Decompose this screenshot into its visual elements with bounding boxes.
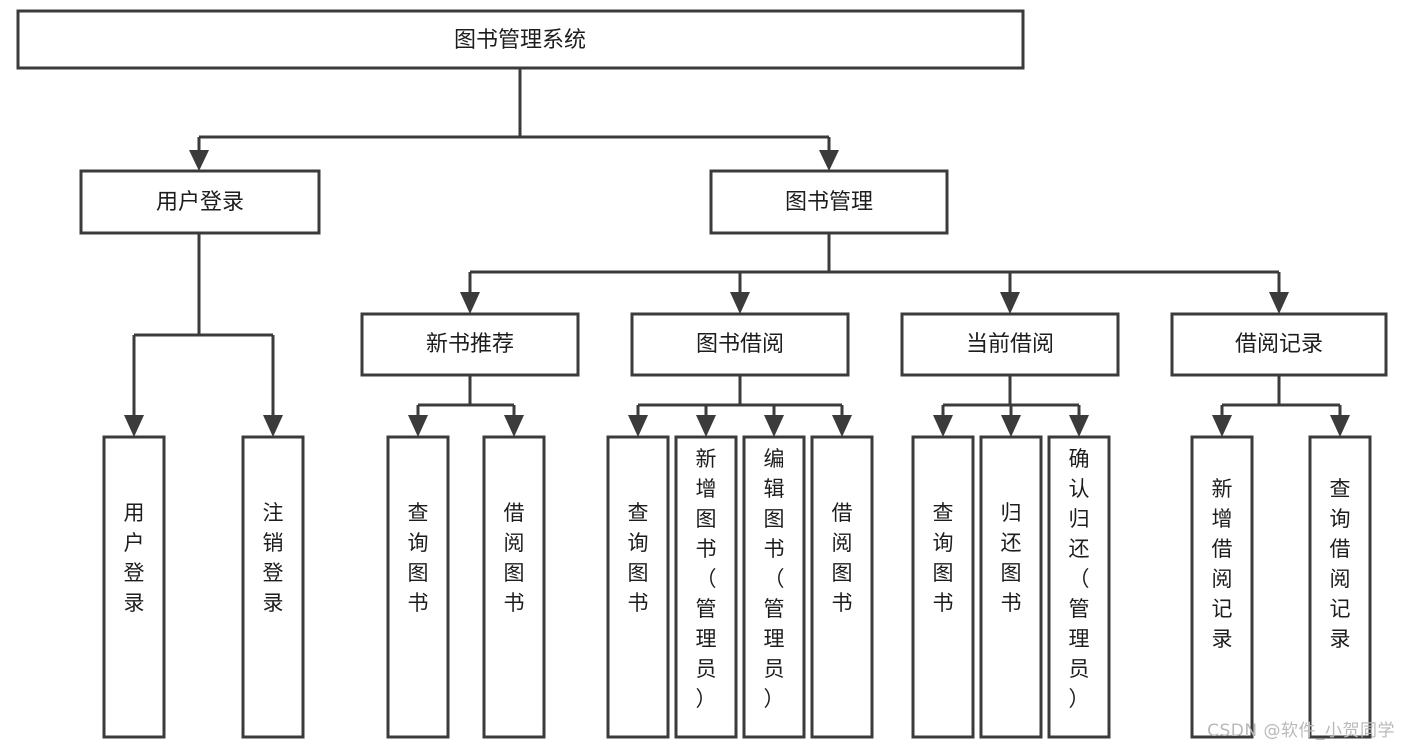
node-leaf-borrow-book-box[interactable] xyxy=(810,435,874,739)
node-root-box[interactable] xyxy=(16,9,1025,70)
node-leaf-add-record[interactable]: 新增借阅记录 xyxy=(1190,435,1254,739)
node-leaf-edit-book-box[interactable] xyxy=(742,435,806,739)
node-leaf-query-book-rec-label: 查询图书 xyxy=(408,501,429,615)
node-leaf-borrow-book-rec[interactable]: 借阅图书 xyxy=(482,435,546,739)
node-new-book-rec-label: 新书推荐 xyxy=(426,332,514,357)
arrowhead-leaf-add-book xyxy=(696,415,716,437)
node-current-borrow-label: 当前借阅 xyxy=(966,332,1054,357)
node-leaf-borrow-book-label: 借阅图书 xyxy=(832,501,853,615)
arrowhead-leaf-add-record xyxy=(1212,415,1232,437)
node-leaf-borrow-book-rec-label: 借阅图书 xyxy=(504,501,525,615)
node-leaf-return-book-box[interactable] xyxy=(979,435,1043,739)
node-root[interactable]: 图书管理系统 xyxy=(16,9,1025,70)
node-new-book-rec[interactable]: 新书推荐 xyxy=(360,312,580,377)
arrowhead-leaf-confirm-return xyxy=(1069,415,1089,437)
node-leaf-return-book-label: 归还图书 xyxy=(1001,501,1022,615)
node-leaf-query-record-box[interactable] xyxy=(1308,435,1372,739)
node-leaf-add-book-label: 新增图书（管理员） xyxy=(696,447,717,711)
arrowhead-current-borrow xyxy=(1000,292,1020,314)
arrowhead-leaf-query-book-cur xyxy=(933,415,953,437)
node-leaf-return-book[interactable]: 归还图书 xyxy=(979,435,1043,739)
node-user-login[interactable]: 用户登录 xyxy=(79,169,321,235)
node-book-manage[interactable]: 图书管理 xyxy=(709,169,949,235)
node-leaf-logout-label: 注销登录 xyxy=(263,501,284,615)
node-leaf-edit-book-label: 编辑图书（管理员） xyxy=(764,447,785,711)
node-leaf-query-record[interactable]: 查询借阅记录 xyxy=(1308,435,1372,739)
node-leaf-user-login-label: 用户登录 xyxy=(124,501,145,615)
node-book-borrow-label: 图书借阅 xyxy=(696,332,784,357)
connectors xyxy=(124,68,1350,437)
node-borrow-record[interactable]: 借阅记录 xyxy=(1170,312,1388,377)
node-current-borrow-box[interactable] xyxy=(900,312,1120,377)
node-leaf-borrow-book[interactable]: 借阅图书 xyxy=(810,435,874,739)
arrowhead-leaf-return-book xyxy=(1001,415,1021,437)
node-leaf-logout-box[interactable] xyxy=(241,435,305,739)
node-book-borrow[interactable]: 图书借阅 xyxy=(630,312,850,377)
node-leaf-query-book-rec[interactable]: 查询图书 xyxy=(386,435,450,739)
arrowhead-leaf-borrow-book xyxy=(832,415,852,437)
node-leaf-add-book[interactable]: 新增图书（管理员） xyxy=(674,435,738,739)
node-leaf-query-record-label: 查询借阅记录 xyxy=(1330,477,1351,651)
node-leaf-add-book-box[interactable] xyxy=(674,435,738,739)
node-borrow-record-box[interactable] xyxy=(1170,312,1388,377)
node-leaf-confirm-return-label: 确认归还（管理员） xyxy=(1069,447,1090,711)
node-borrow-record-label: 借阅记录 xyxy=(1235,332,1323,357)
arrowhead-new-book-rec xyxy=(460,292,480,314)
arrowhead-book-manage xyxy=(819,150,839,171)
node-root-label: 图书管理系统 xyxy=(454,28,586,53)
node-leaf-user-login[interactable]: 用户登录 xyxy=(102,435,166,739)
node-book-manage-box[interactable] xyxy=(709,169,949,235)
arrowhead-leaf-borrow-book-rec xyxy=(504,415,524,437)
node-new-book-rec-box[interactable] xyxy=(360,312,580,377)
node-leaf-query-book-borrow-label: 查询图书 xyxy=(628,501,649,615)
node-book-borrow-box[interactable] xyxy=(630,312,850,377)
node-leaf-query-book-cur-box[interactable] xyxy=(911,435,975,739)
node-leaf-confirm-return[interactable]: 确认归还（管理员） xyxy=(1047,435,1111,739)
node-book-manage-label: 图书管理 xyxy=(785,190,873,215)
arrowhead-leaf-query-record xyxy=(1330,415,1350,437)
node-leaf-confirm-return-box[interactable] xyxy=(1047,435,1111,739)
arrowhead-leaf-user-login xyxy=(124,415,144,437)
node-leaf-logout[interactable]: 注销登录 xyxy=(241,435,305,739)
arrowhead-user-login xyxy=(189,150,209,171)
node-leaf-user-login-box[interactable] xyxy=(102,435,166,739)
node-user-login-label: 用户登录 xyxy=(156,190,244,215)
node-leaf-query-book-cur-label: 查询图书 xyxy=(933,501,954,615)
arrowhead-borrow-record xyxy=(1269,292,1289,314)
node-user-login-box[interactable] xyxy=(79,169,321,235)
node-leaf-query-book-borrow[interactable]: 查询图书 xyxy=(606,435,670,739)
arrowhead-leaf-logout xyxy=(263,415,283,437)
node-leaf-query-book-rec-box[interactable] xyxy=(386,435,450,739)
node-leaf-borrow-book-rec-box[interactable] xyxy=(482,435,546,739)
arrowhead-leaf-query-book-borrow xyxy=(628,415,648,437)
arrowhead-book-borrow xyxy=(730,292,750,314)
node-current-borrow[interactable]: 当前借阅 xyxy=(900,312,1120,377)
node-leaf-query-book-cur[interactable]: 查询图书 xyxy=(911,435,975,739)
arrowhead-leaf-edit-book xyxy=(764,415,784,437)
leaf-nodes: 用户登录 注销登录 查询图书 借阅图书 查询图书 新增图书（管理员） xyxy=(102,435,1372,739)
node-leaf-add-record-box[interactable] xyxy=(1190,435,1254,739)
node-leaf-edit-book[interactable]: 编辑图书（管理员） xyxy=(742,435,806,739)
node-leaf-add-record-label: 新增借阅记录 xyxy=(1212,477,1233,651)
node-leaf-query-book-borrow-box[interactable] xyxy=(606,435,670,739)
arrowhead-leaf-query-book-rec xyxy=(408,415,428,437)
